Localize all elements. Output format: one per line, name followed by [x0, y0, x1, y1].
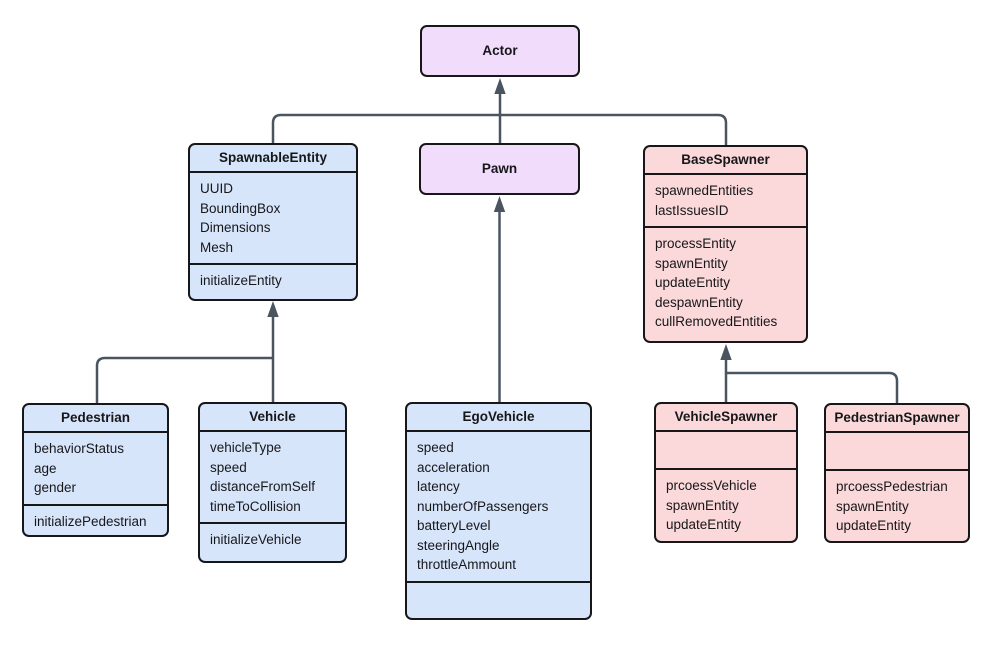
class-attribute: batteryLevel — [417, 518, 491, 533]
class-box-egovehicle[interactable]: EgoVehicle speed acceleration latency numbe… — [405, 402, 592, 620]
class-method: cullRemovedEntities — [655, 314, 778, 329]
class-method: initializeEntity — [200, 273, 282, 288]
class-box-vehiclespawner[interactable]: VehicleSpawner prcoessVehicle spawnEntity… — [654, 402, 798, 543]
class-method: initializeVehicle — [210, 532, 302, 547]
class-method: spawnEntity — [836, 498, 909, 514]
class-attribute: speed — [417, 440, 454, 455]
class-title-spawnableentity: SpawnableEntity — [190, 145, 356, 173]
class-attribute: lastIssuesID — [655, 202, 729, 218]
class-title-actor: Actor — [482, 43, 518, 58]
methods-section: initializeVehicle — [200, 524, 345, 561]
class-method: despawnEntity — [655, 294, 743, 310]
class-attribute: latency — [417, 479, 460, 494]
attributes-section — [656, 432, 796, 470]
connector-bus-to-basespawner — [726, 371, 899, 403]
arrowhead-to-pawn — [493, 196, 506, 212]
class-attribute: UUID — [200, 181, 233, 196]
class-box-vehicle[interactable]: Vehicle vehicleType speed distanceFromSelf… — [198, 402, 347, 563]
class-attribute: spawnedEntities — [655, 183, 754, 198]
class-method: initializePedestrian — [34, 513, 147, 529]
class-attribute: acceleration — [417, 459, 490, 475]
class-box-pedestrianspawner[interactable]: PedestrianSpawner prcoessPedestrian spawn… — [824, 403, 970, 543]
class-title-egovehicle: EgoVehicle — [407, 404, 590, 432]
class-title-vehicle: Vehicle — [200, 404, 345, 432]
class-attribute: distanceFromSelf — [210, 479, 316, 494]
class-attribute: BoundingBox — [200, 200, 281, 216]
class-title-vehiclespawner: VehicleSpawner — [656, 404, 796, 432]
class-title-pedestrian: Pedestrian — [24, 405, 167, 433]
arrowhead-to-basespawner — [720, 344, 732, 360]
class-box-actor[interactable]: Actor — [420, 25, 580, 77]
class-box-pawn[interactable]: Pawn — [419, 143, 580, 195]
attributes-section: spawnedEntities lastIssuesID — [645, 175, 806, 228]
attributes-section: vehicleType speed distanceFromSelf timeToCo… — [200, 432, 345, 524]
class-method: prcoessPedestrian — [836, 479, 948, 494]
methods-section: initializeEntity — [190, 265, 356, 299]
class-attribute: throttleAmmount — [417, 557, 517, 572]
class-attribute: timeToCollision — [210, 498, 301, 514]
methods-section: initializePedestrian — [24, 506, 167, 536]
class-attribute: vehicleType — [210, 440, 282, 455]
class-method: updateEntity — [836, 518, 912, 533]
class-attribute: age — [34, 460, 57, 476]
methods-section: prcoessPedestrian spawnEntity updateEntity — [826, 471, 968, 541]
class-method: spawnEntity — [666, 497, 739, 513]
attributes-section — [826, 433, 968, 471]
class-attribute: gender — [34, 480, 77, 495]
arrowhead-to-actor — [494, 78, 506, 94]
class-attribute: Dimensions — [200, 220, 271, 235]
class-attribute: Mesh — [200, 239, 234, 255]
attributes-section: behaviorStatus age gender — [24, 433, 167, 506]
class-method: spawnEntity — [655, 255, 728, 271]
class-method: updateEntity — [666, 517, 742, 532]
class-title-pawn: Pawn — [481, 161, 518, 176]
class-attribute: behaviorStatus — [34, 441, 125, 456]
class-method: prcoessVehicle — [666, 478, 757, 493]
connector-bus-to-spawnableentity — [95, 356, 273, 403]
class-method: processEntity — [655, 236, 737, 251]
methods-section — [407, 583, 590, 619]
class-title-basespawner: BaseSpawner — [645, 147, 806, 175]
class-attribute: steeringAngle — [417, 537, 500, 553]
class-attribute: numberOfPassengers — [417, 498, 549, 514]
class-attribute: speed — [210, 459, 247, 475]
class-box-pedestrian[interactable]: Pedestrian behaviorStatus age gender initi… — [22, 403, 169, 537]
methods-section: prcoessVehicle spawnEntity updateEntity — [656, 470, 796, 541]
class-title-pedestrianspawner: PedestrianSpawner — [826, 405, 968, 433]
class-method: updateEntity — [655, 275, 731, 290]
methods-section: processEntity spawnEntity updateEntity desp… — [645, 228, 806, 341]
arrowhead-to-spawnableentity — [267, 301, 279, 317]
attributes-section: speed acceleration latency numberOfPassenge… — [407, 432, 590, 583]
